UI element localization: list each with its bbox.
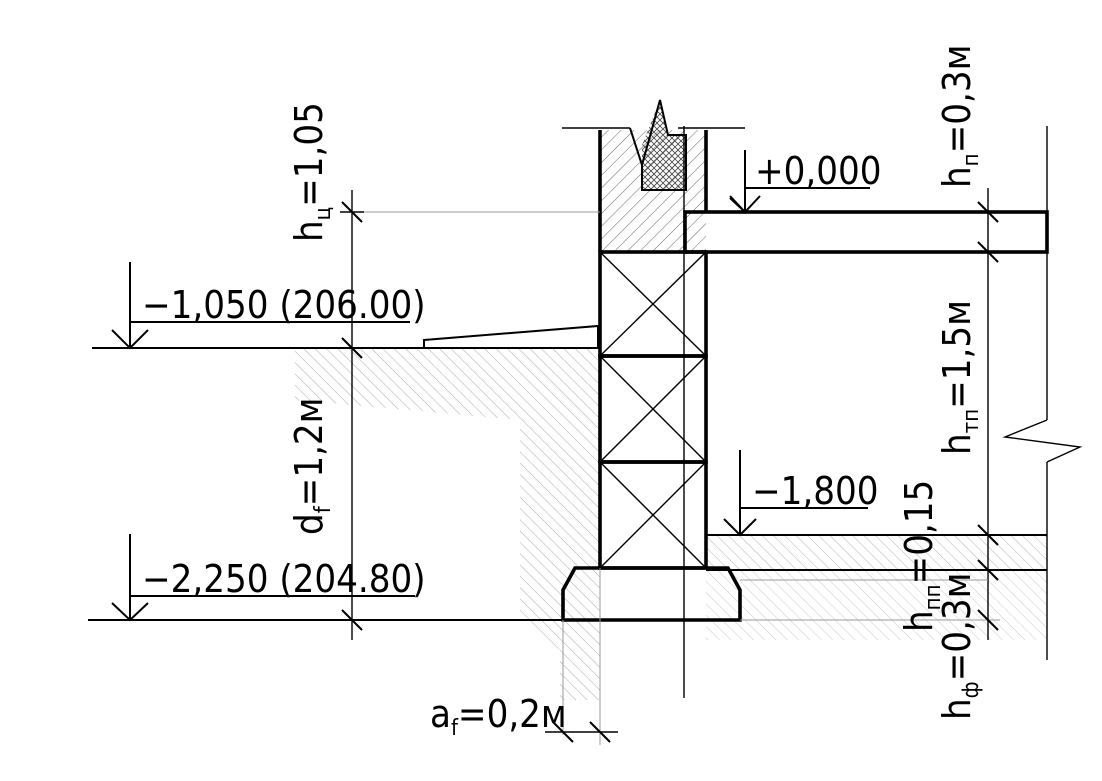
level-marker-basement [723, 450, 868, 537]
level-label-ground: −1,050 (206.00) [142, 283, 426, 327]
level-marker-foundation [111, 534, 415, 622]
dim-label-htp: hтп=1,5м [935, 300, 984, 455]
dim-label-hf: hф=0,3м [935, 573, 984, 720]
dim-label-hc: hц=1,05 [287, 102, 336, 242]
dim-label-hpp: hпп=0,15 [897, 480, 946, 632]
level-label-foundation: −2,250 (204.80) [142, 557, 426, 601]
blind-area [423, 324, 599, 349]
foundation-blocks [598, 250, 708, 570]
level-marker-zero [729, 150, 870, 215]
level-label-zero: +0,000 [755, 149, 882, 193]
dim-label-hp: hп=0,3м [935, 45, 984, 188]
dim-label-df: df=1,2м [287, 398, 336, 535]
dim-label-af: af=0,2м [430, 692, 567, 741]
dimension-line-right [740, 188, 999, 640]
construction-lines [562, 126, 1083, 745]
dimension-line-bottom [545, 721, 618, 743]
level-lines [88, 211, 1000, 621]
soil-hatching [295, 348, 1047, 700]
wall-upper [562, 99, 745, 252]
dimension-line-left [340, 190, 364, 640]
level-marker-ground [111, 262, 410, 350]
level-label-basement: −1,800 [752, 469, 879, 513]
basement-floor [706, 534, 1047, 571]
